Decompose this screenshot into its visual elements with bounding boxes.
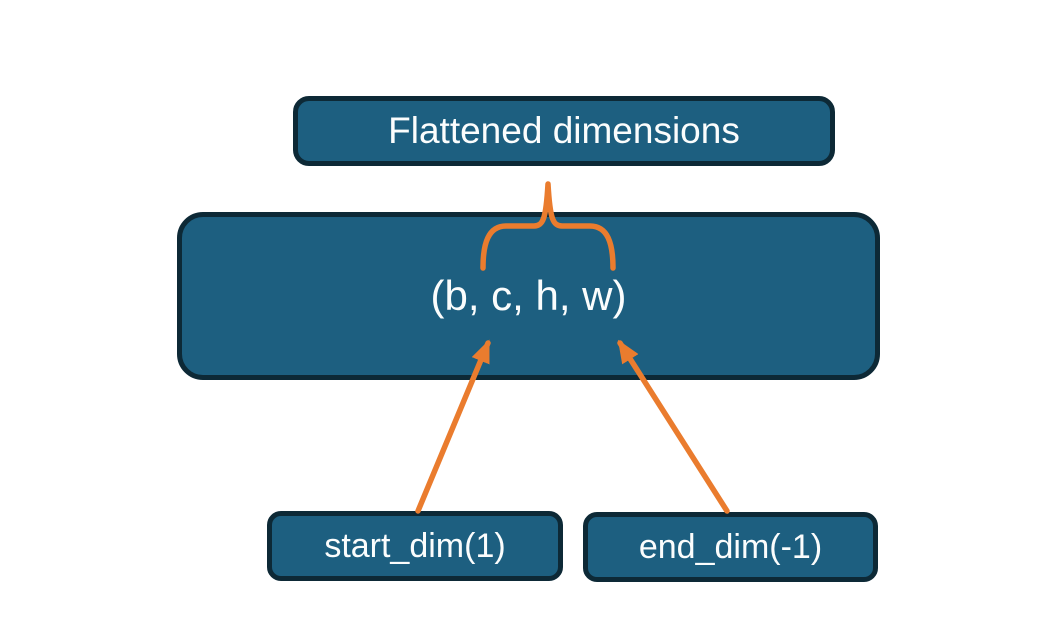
node-start-dim: start_dim(1) — [267, 511, 563, 581]
node-tensor-shape: (b, c, h, w) — [177, 212, 880, 380]
node-end-dim: end_dim(-1) — [583, 512, 878, 582]
node-end-dim-label: end_dim(-1) — [638, 527, 823, 566]
node-flattened-dimensions: Flattened dimensions — [293, 96, 835, 166]
node-start-dim-label: start_dim(1) — [324, 526, 506, 565]
node-flattened-dimensions-label: Flattened dimensions — [388, 110, 740, 151]
node-tensor-shape-label: (b, c, h, w) — [430, 272, 627, 319]
